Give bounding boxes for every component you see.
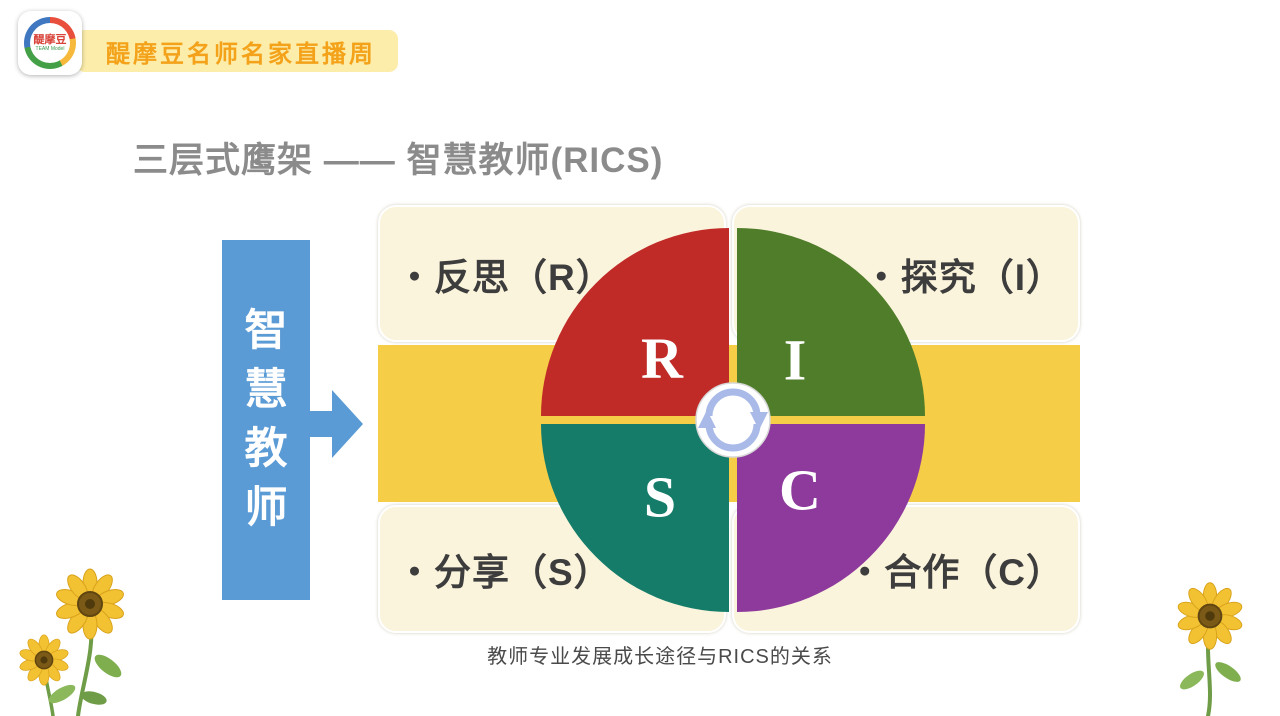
cycle-arrows-icon (695, 382, 771, 458)
quadrant-card-label: ・探究（I） (862, 256, 1064, 298)
smart-teacher-char: 师 (244, 484, 288, 532)
banner-label: 醍摩豆名师名家直播周 (106, 40, 376, 68)
quadrant-card-label: ・反思（R） (396, 256, 614, 298)
smart-teacher-char: 教 (244, 425, 288, 473)
logo-ring-icon: 醍摩豆 TEAM Model (24, 17, 76, 69)
sunflower-decoration-left (17, 568, 127, 716)
caption: 教师专业发展成长途径与RICS的关系 (487, 646, 833, 668)
timo-logo: 醍摩豆 TEAM Model (18, 11, 82, 75)
smart-teacher-char: 智 (244, 307, 288, 355)
logo-text: 醍摩豆 (33, 33, 67, 46)
sunflower-decoration-right (1175, 581, 1245, 716)
smart-teacher-panel: 智 慧 教 师 (222, 240, 310, 600)
pie-quadrant-c (737, 424, 925, 612)
rics-pie-chart: R I S C (541, 228, 925, 612)
pie-letter-s: S (644, 465, 676, 530)
smart-teacher-char: 慧 (244, 366, 288, 414)
pie-letter-i: I (784, 328, 807, 393)
pie-quadrant-s (541, 424, 729, 612)
pie-letter-c: C (779, 458, 821, 523)
quadrant-card-label: ・合作（C） (846, 552, 1064, 593)
right-arrow-icon (305, 390, 363, 458)
pie-quadrant-r (541, 228, 729, 416)
page-title: 三层式鹰架 —— 智慧教师(RICS) (133, 141, 664, 180)
pie-quadrant-i (737, 228, 925, 416)
logo-subtext: TEAM Model (35, 46, 65, 53)
banner: 醍摩豆名师名家直播周 (76, 30, 398, 72)
pie-letter-r: R (641, 326, 684, 391)
quadrant-card-label: ・分享（S） (396, 552, 612, 593)
